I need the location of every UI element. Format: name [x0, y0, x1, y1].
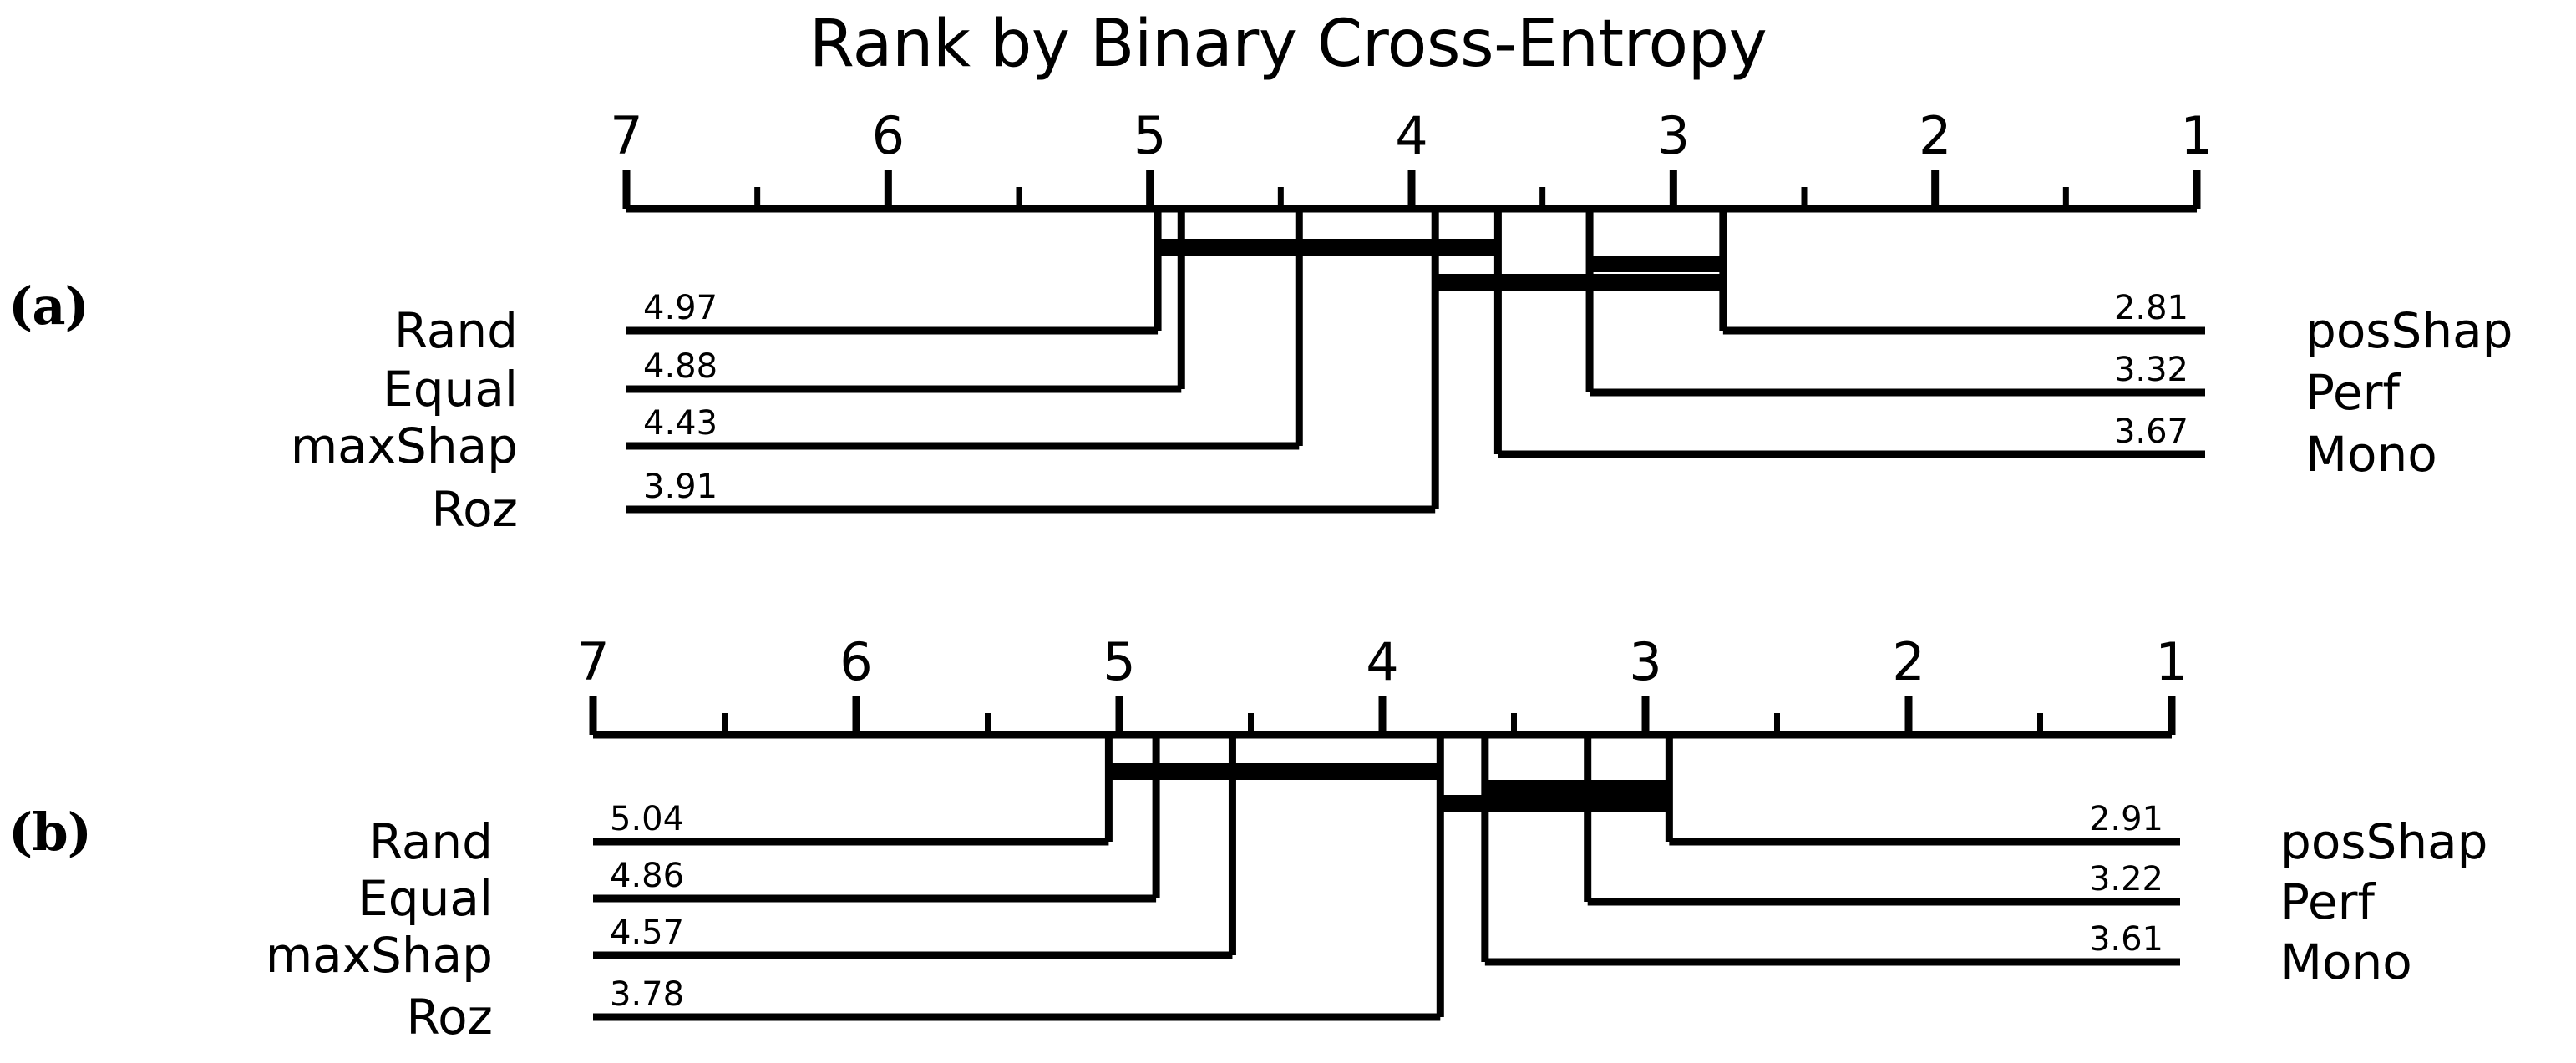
method-rank-value: 3.32 [2114, 351, 2188, 389]
method-label: posShap [2280, 813, 2487, 870]
method-label: Mono [2305, 426, 2437, 483]
method-label: Perf [2305, 364, 2401, 421]
method-label: posShap [2305, 302, 2513, 359]
axis-tick-label: 4 [1395, 105, 1427, 166]
axis-tick-label: 1 [2180, 105, 2213, 166]
method-rank-value: 3.67 [2114, 413, 2188, 451]
method-label: maxShap [266, 927, 493, 984]
axis-tick-label: 6 [839, 631, 872, 692]
method-rank-value: 3.78 [610, 975, 684, 1014]
method-label: Mono [2280, 934, 2412, 990]
method-rank-value: 3.61 [2089, 920, 2163, 959]
panel-label-b: (b) [8, 802, 92, 863]
axis-tick-label: 4 [1366, 631, 1398, 692]
method-label: Equal [357, 870, 493, 927]
page-title: Rank by Binary Cross-Entropy [809, 7, 1767, 82]
method-label: maxShap [291, 418, 518, 474]
method-rank-value: 2.81 [2114, 289, 2188, 327]
method-rank-value: 5.04 [610, 800, 684, 838]
method-label: Rand [369, 813, 493, 870]
method-rank-value: 3.91 [643, 468, 718, 506]
method-rank-value: 4.97 [643, 289, 718, 327]
method-rank-value: 2.91 [2089, 800, 2163, 838]
method-label: Perf [2280, 873, 2376, 930]
axis-tick-label: 5 [1103, 631, 1135, 692]
method-rank-value: 3.22 [2089, 860, 2163, 898]
method-label: Equal [383, 361, 518, 418]
method-rank-value: 4.88 [643, 347, 718, 386]
axis-tick-label: 7 [576, 631, 609, 692]
axis-tick-label: 1 [2155, 631, 2188, 692]
axis-tick-label: 7 [610, 105, 642, 166]
method-rank-value: 4.57 [610, 914, 684, 952]
axis-tick-label: 3 [1657, 105, 1690, 166]
axis-tick-label: 5 [1133, 105, 1166, 166]
panel-label-a: (a) [8, 276, 89, 337]
method-label: Roz [431, 481, 518, 538]
axis-tick-label: 2 [1892, 631, 1924, 692]
method-rank-value: 4.43 [643, 404, 718, 443]
method-label: Rand [394, 302, 518, 359]
axis-tick-label: 2 [1919, 105, 1951, 166]
method-label: Roz [406, 989, 493, 1045]
axis-tick-label: 3 [1629, 631, 1661, 692]
axis-tick-label: 6 [872, 105, 905, 166]
method-rank-value: 4.86 [610, 857, 684, 895]
